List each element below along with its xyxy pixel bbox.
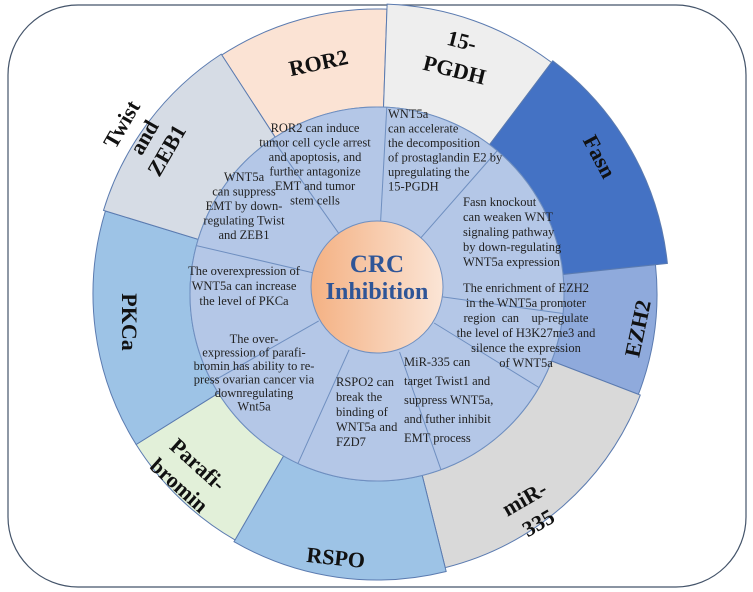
divider-line (379, 107, 388, 225)
center-title-inhibition: Inhibition (326, 279, 429, 305)
outer-ring (92, 3, 668, 581)
center-title-crc: CRC (350, 251, 404, 278)
divider-line (272, 138, 341, 236)
divider-line (442, 296, 564, 315)
divider-line (433, 322, 540, 388)
divider-line (297, 349, 350, 464)
divider-line (419, 150, 498, 240)
divider-line (399, 351, 442, 470)
inner-text-parafibromin: The over-expression of parafi-bromin has… (194, 332, 315, 414)
divider-line (211, 320, 319, 383)
outer-label-rspo: RSPO (305, 542, 366, 573)
divider-line (196, 245, 314, 274)
inner-dividers (196, 107, 564, 470)
outer-label-pkca: PKCa (117, 293, 142, 350)
center-circle (310, 220, 444, 354)
